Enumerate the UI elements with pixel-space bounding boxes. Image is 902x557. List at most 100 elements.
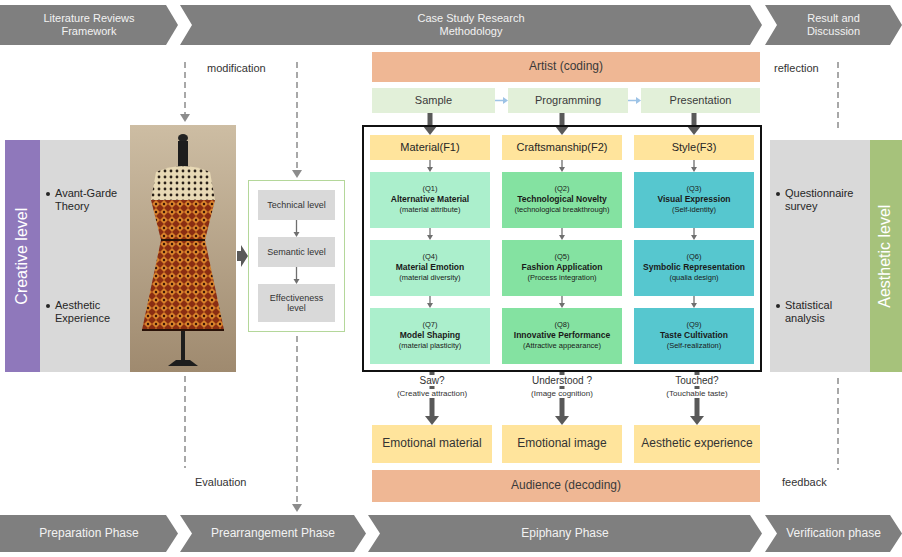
- role-band: Audience (decoding): [372, 470, 760, 502]
- bullet-item: Avant-Garde Theory: [46, 187, 124, 212]
- node-text: Epiphany Phase: [521, 527, 608, 541]
- question-title: Taste Cultivation: [660, 331, 728, 341]
- chevron-fill: [0, 5, 178, 45]
- connector-line: [693, 296, 694, 303]
- annotation-label: Evaluation: [193, 476, 248, 488]
- flow-connector: [294, 220, 300, 237]
- node-text: Semantic level: [267, 247, 326, 257]
- question-box: (Q7)Model Shaping(material plasticity): [370, 308, 490, 364]
- dashed-guide: [185, 62, 838, 504]
- node-text: Aesthetic Experience: [55, 299, 124, 324]
- group-frame: Material(F1) Craftsmanship(F2) Style(F3) (Q…: [362, 125, 762, 372]
- connector-line: [429, 228, 430, 235]
- level-box: Semantic level: [258, 237, 335, 267]
- arrow-head: [555, 126, 569, 135]
- question-title: Model Shaping: [400, 331, 460, 341]
- phase-chevron: Preparation Phase: [0, 515, 178, 552]
- outcome-box: Emotional material: [372, 425, 492, 463]
- annotation-label: feedback: [780, 476, 829, 488]
- bullet-item: Aesthetic Experience: [46, 299, 124, 324]
- phase-chevron: Result and Discussion: [765, 5, 902, 45]
- question-title: Visual Expression: [657, 195, 730, 205]
- flow-connector: [559, 160, 565, 172]
- phase-chevron: Literature Reviews Framework: [0, 5, 178, 45]
- connector-line: [296, 267, 297, 279]
- arrow-head: [555, 416, 569, 425]
- annotation-label: Touched?: [673, 375, 720, 386]
- level-box: Technical level: [258, 190, 335, 220]
- annotation-label: (Touchable taste): [664, 389, 729, 398]
- question-number: (Q6): [687, 253, 702, 262]
- arrow-head: [423, 126, 437, 135]
- question-number: (Q9): [687, 321, 702, 330]
- node-text: Craftsmanship(F2): [516, 141, 607, 154]
- phase-chevron: Prearrangement Phase: [180, 515, 366, 552]
- chevron-fill: [180, 515, 366, 552]
- node-text: Result and Discussion: [784, 12, 884, 37]
- flow-connector: [495, 97, 508, 104]
- outcome-box: Emotional image: [502, 425, 622, 463]
- chevron-fill: [180, 5, 762, 45]
- connector-line: [628, 100, 636, 102]
- question-number: (Q5): [555, 253, 570, 262]
- node-text: Presentation: [670, 94, 732, 107]
- node-text: Artist (coding): [529, 60, 603, 74]
- connector-line: [429, 296, 430, 303]
- node-text: Programming: [535, 94, 601, 107]
- node-text: Literature Reviews Framework: [23, 12, 155, 37]
- connector-line: [693, 228, 694, 235]
- node-text: Audience (decoding): [511, 479, 621, 493]
- flow-connector: [559, 296, 565, 308]
- flow-connector: [427, 296, 433, 308]
- annotation-label: (Creative attraction): [395, 389, 469, 398]
- node-text: Questionnaire survey: [785, 187, 864, 212]
- node-text: Material(F1): [400, 141, 459, 154]
- flow-connector: [691, 228, 697, 240]
- question-note: (material plasticity): [399, 342, 462, 351]
- step-box: Sample: [372, 88, 495, 113]
- level-box: Effectiveness level: [258, 284, 335, 322]
- flow-connector: [427, 160, 433, 172]
- question-note: (Self-realization): [667, 342, 722, 351]
- phase-chevron: Case Study Research Methodology: [180, 5, 762, 45]
- node-text: Verification phase: [786, 527, 881, 541]
- chevron-fill: [765, 5, 902, 45]
- node-text: Emotional image: [517, 437, 606, 451]
- bullet-panel: Questionnaire surveyStatistical analysis: [770, 140, 870, 372]
- question-note: (Attractive appearance): [523, 342, 601, 351]
- node-text: Creative level: [13, 208, 31, 305]
- chevron-fill: [765, 515, 902, 552]
- factor-box: Craftsmanship(F2): [502, 135, 622, 160]
- level-band: Creative level: [5, 140, 40, 372]
- node-text: Effectiveness level: [262, 293, 331, 314]
- node-text: Aesthetic experience: [641, 437, 752, 451]
- flow-connector: [423, 113, 437, 135]
- bullet-dot: [46, 304, 50, 308]
- connector-line: [429, 160, 430, 167]
- annotation-label: Understood ?: [530, 375, 594, 386]
- node-text: Sample: [415, 94, 452, 107]
- question-title: Technological Novelty: [517, 195, 607, 205]
- flow-connector: [294, 267, 300, 284]
- factor-box: Style(F3): [634, 135, 754, 160]
- question-box: (Q5)Fashion Application(Process integrat…: [502, 240, 622, 296]
- question-number: (Q8): [555, 321, 570, 330]
- level-band: Aesthetic level: [870, 140, 902, 372]
- step-box: Presentation: [641, 88, 760, 113]
- question-box: (Q9)Taste Cultivation(Self-realization): [634, 308, 754, 364]
- question-note: (technological breakthrough): [514, 206, 609, 215]
- outcome-box: Aesthetic experience: [634, 425, 760, 463]
- node-text: Technical level: [267, 200, 326, 210]
- group-frame: Technical levelSemantic levelEffectivene…: [248, 180, 345, 332]
- question-number: (Q2): [555, 185, 570, 194]
- question-box: (Q1)Alternative Material(material attrib…: [370, 172, 490, 228]
- role-band: Artist (coding): [372, 52, 760, 82]
- question-title: Symbolic Representation: [643, 263, 745, 273]
- question-box: (Q2)Technological Novelty(technological …: [502, 172, 622, 228]
- bullet-dot: [776, 192, 780, 196]
- flow-connector: [555, 113, 569, 135]
- flow-connector: [687, 113, 701, 135]
- annotation-label: reflection: [772, 62, 821, 74]
- node-text: Style(F3): [672, 141, 717, 154]
- bullet-item: Statistical analysis: [776, 299, 864, 324]
